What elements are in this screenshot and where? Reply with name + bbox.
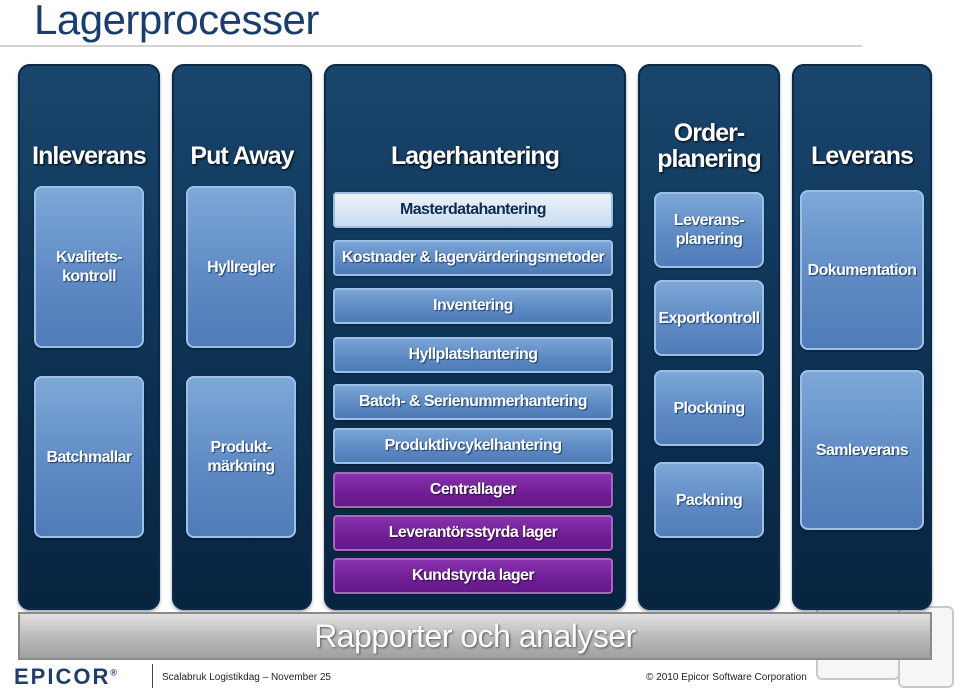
process-box-samleverans: Samleverans — [800, 370, 924, 530]
process-bar-kostnader: Kostnader & lagervärderingsmetoder — [333, 240, 613, 276]
column-heading: Leverans — [811, 142, 914, 170]
process-box-kvalitetskontroll: Kvalitets- kontroll — [34, 186, 144, 348]
process-box-plockning: Plockning — [654, 370, 764, 446]
column-heading: Inleverans — [32, 142, 147, 170]
process-bar-masterdatahantering: Masterdatahantering — [333, 192, 613, 228]
column-inleverans: Inleverans Kvalitets- kontroll Batchmall… — [18, 64, 160, 610]
process-bar-centrallager: Centrallager — [333, 472, 613, 508]
column-heading: Lagerhantering — [391, 142, 560, 170]
process-bar-hyllplatshantering: Hyllplatshantering — [333, 337, 613, 373]
epicor-logo: EPICOR® — [14, 664, 117, 690]
footer-event-text: Scalabruk Logistikdag – November 25 — [162, 672, 331, 683]
process-box-leveransplanering: Leverans- planering — [654, 192, 764, 268]
process-box-produktmarkning: Produkt- märkning — [186, 376, 296, 538]
column-heading: Put Away — [190, 142, 294, 170]
column-orderplanering: Order- planering Leverans- planering Exp… — [638, 64, 780, 610]
column-put-away: Put Away Hyllregler Produkt- märkning — [172, 64, 312, 610]
title-divider — [0, 45, 862, 47]
footer-copyright: © 2010 Epicor Software Corporation — [646, 672, 807, 683]
process-bar-leverantorsstyrda-lager: Leverantörsstyrda lager — [333, 515, 613, 551]
process-box-batchmallar: Batchmallar — [34, 376, 144, 538]
column-leverans: Leverans Dokumentation Samleverans — [792, 64, 932, 610]
process-box-packning: Packning — [654, 462, 764, 538]
process-box-exportkontroll: Exportkontroll — [654, 280, 764, 356]
reports-bar: Rapporter och analyser — [18, 612, 932, 660]
process-box-hyllregler: Hyllregler — [186, 186, 296, 348]
column-heading: Order- planering — [657, 119, 762, 173]
process-box-dokumentation: Dokumentation — [800, 190, 924, 350]
page-title: Lagerprocesser — [34, 0, 319, 43]
process-bar-inventering: Inventering — [333, 288, 613, 324]
footer-divider — [152, 664, 153, 688]
logo-registered-mark: ® — [110, 667, 117, 678]
process-bar-kundstyrda-lager: Kundstyrda lager — [333, 558, 613, 594]
logo-text: EPICOR — [14, 664, 111, 689]
process-bar-batch-serienummer: Batch- & Serienummerhantering — [333, 384, 613, 420]
process-bar-produktlivcykel: Produktlivcykelhantering — [333, 428, 613, 464]
